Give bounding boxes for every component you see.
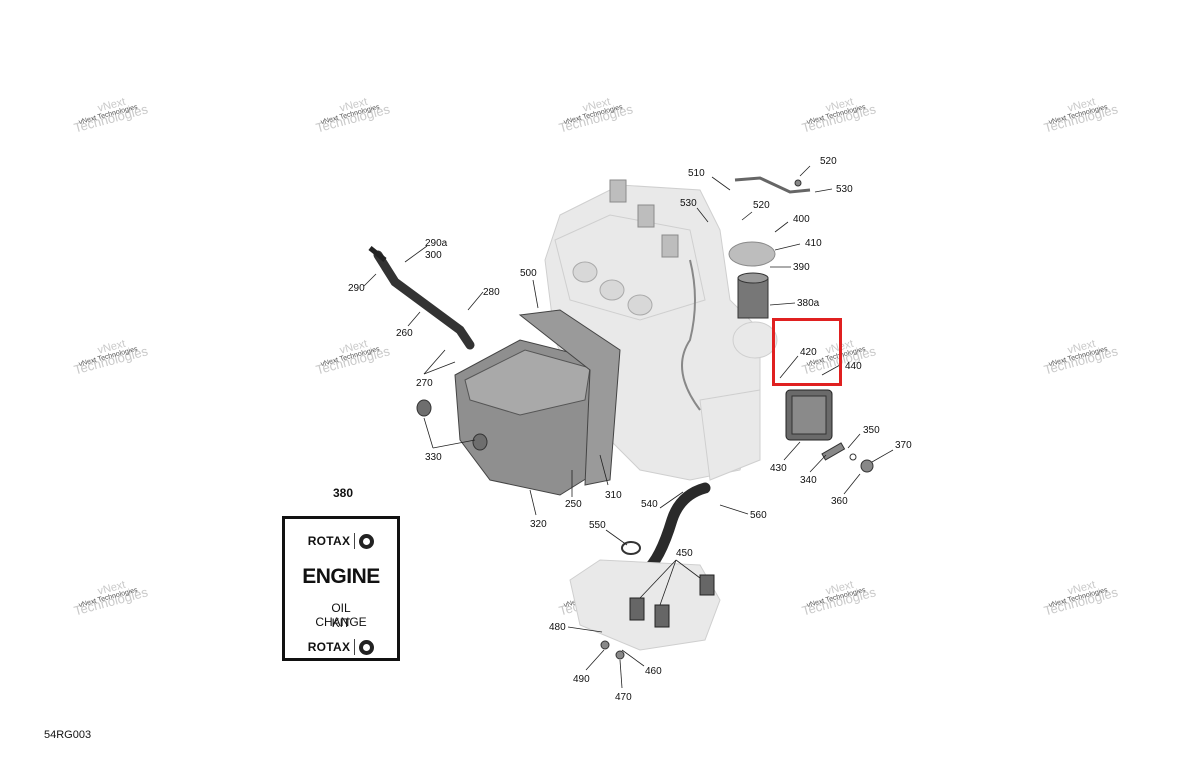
callout-330[interactable]: 330 <box>425 452 442 463</box>
callout-260[interactable]: 260 <box>396 328 413 339</box>
small-parts <box>416 176 874 660</box>
oil-filter <box>728 241 778 359</box>
callout-320[interactable]: 320 <box>530 519 547 530</box>
leader-lines <box>363 165 894 689</box>
callout-430[interactable]: 430 <box>770 463 787 474</box>
callout-290[interactable]: 290 <box>348 283 365 294</box>
kit-reference-number[interactable]: 380 <box>333 486 354 500</box>
diagram-code: 54RG003 <box>44 729 92 741</box>
dipstick-tube <box>368 246 475 350</box>
callout-490[interactable]: 490 <box>573 674 590 685</box>
callout-310[interactable]: 310 <box>605 490 622 501</box>
kit-line-3: KIT <box>331 616 351 630</box>
kit-brand-bottom: ROTAX <box>285 639 397 655</box>
highlight-box <box>772 318 842 386</box>
rotax-logo-icon <box>359 639 375 655</box>
callout-550[interactable]: 550 <box>589 520 606 531</box>
callout-350[interactable]: 350 <box>863 425 880 436</box>
oil-tank <box>454 309 621 496</box>
callout-370[interactable]: 370 <box>895 440 912 451</box>
callout-500[interactable]: 500 <box>520 268 537 279</box>
callout-560[interactable]: 560 <box>750 510 767 521</box>
callout-440[interactable]: 440 <box>845 361 862 372</box>
callout-480[interactable]: 480 <box>549 622 566 633</box>
brand-separator <box>354 533 356 549</box>
kit-title: ENGINE <box>302 565 380 588</box>
callout-520a[interactable]: 520 <box>820 156 837 167</box>
callout-340[interactable]: 340 <box>800 475 817 486</box>
brand-separator <box>354 639 356 655</box>
brand-text: ROTAX <box>307 534 351 548</box>
callout-250[interactable]: 250 <box>565 499 582 510</box>
callout-530b[interactable]: 530 <box>680 198 697 209</box>
callout-labels: 510 520 530 530 520 400 410 390 380a 420 440 290a30… <box>348 156 912 703</box>
callout-390[interactable]: 390 <box>793 262 810 273</box>
callout-290a[interactable]: 290a <box>425 238 448 249</box>
callout-380a[interactable]: 380a <box>797 298 820 309</box>
callout-410[interactable]: 410 <box>805 238 822 249</box>
callout-300[interactable]: 300 <box>425 250 442 261</box>
callout-270[interactable]: 270 <box>416 378 433 389</box>
kit-brand-top: ROTAX <box>285 533 397 549</box>
oil-cooler <box>785 389 833 441</box>
callout-360[interactable]: 360 <box>831 496 848 507</box>
callout-400[interactable]: 400 <box>793 214 810 225</box>
callout-510[interactable]: 510 <box>688 168 705 179</box>
callout-540[interactable]: 540 <box>641 499 658 510</box>
rotax-logo-icon <box>359 533 375 549</box>
callout-450[interactable]: 450 <box>676 548 693 559</box>
callout-460[interactable]: 460 <box>645 666 662 677</box>
callout-520b[interactable]: 520 <box>753 200 770 211</box>
callout-470[interactable]: 470 <box>615 692 632 703</box>
callout-530a[interactable]: 530 <box>836 184 853 195</box>
brand-text: ROTAX <box>307 640 351 654</box>
callout-280[interactable]: 280 <box>483 287 500 298</box>
callout-420[interactable]: 420 <box>800 347 817 358</box>
oil-pan <box>569 559 721 651</box>
